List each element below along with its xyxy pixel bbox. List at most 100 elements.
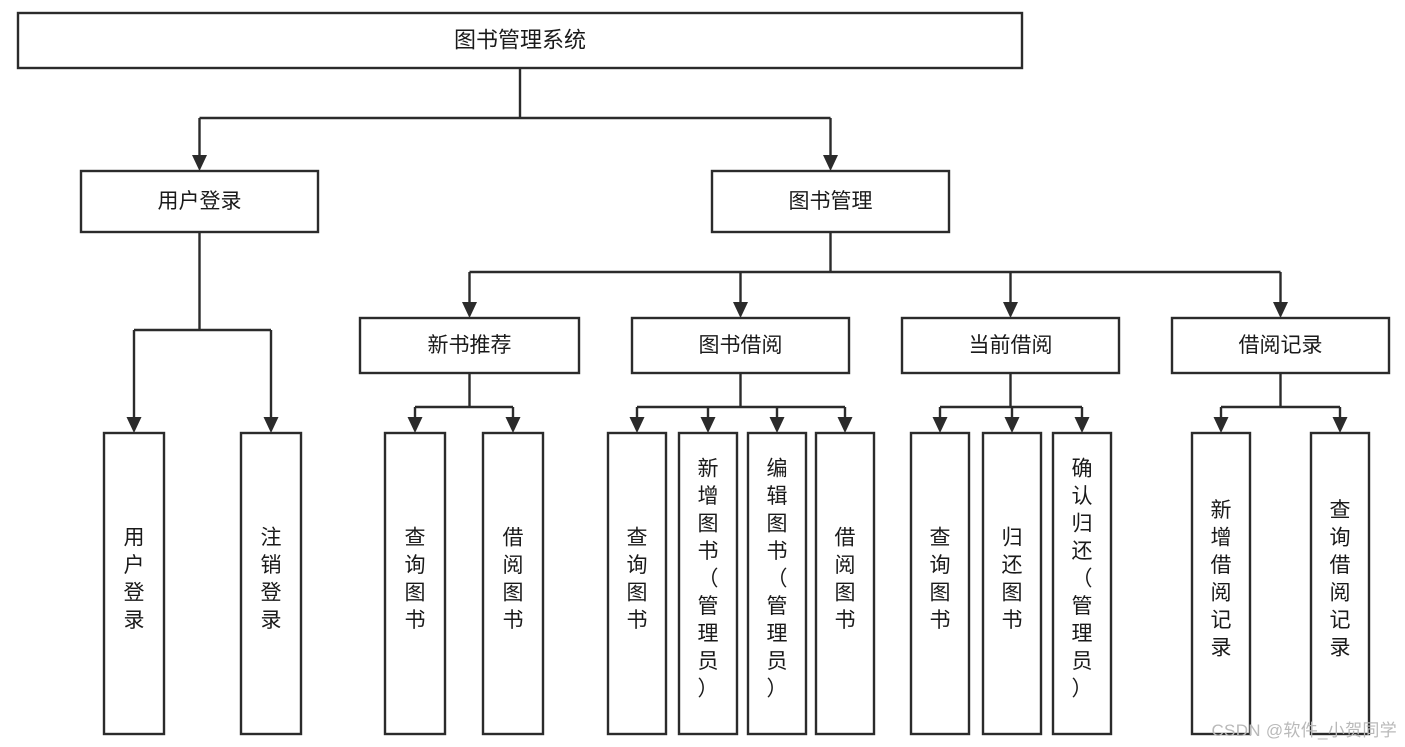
current-borrow-to-leaves-arrow-0 — [932, 417, 948, 433]
borrow-record-to-leaves-arrow-0 — [1213, 417, 1229, 433]
node-box-leaf-query-book-3 — [909, 431, 971, 736]
current-borrow-to-leaves-arrow-2 — [1074, 417, 1090, 433]
connectors-layer — [126, 68, 1348, 433]
svg-text:图: 图 — [698, 513, 719, 536]
node-book-management[interactable]: 图书管理 — [710, 169, 951, 234]
bookmgmt-to-level2-arrow-1 — [733, 302, 748, 318]
svg-text:询: 询 — [930, 554, 951, 577]
node-box-leaf-borrow-book-2 — [814, 431, 876, 736]
node-box-borrow-record — [1170, 316, 1391, 375]
borrow-record-to-leaves-arrow-1 — [1332, 417, 1348, 433]
node-box-book-borrow — [630, 316, 851, 375]
svg-text:录: 录 — [1211, 636, 1232, 659]
svg-text:录: 录 — [261, 609, 282, 632]
svg-text:查: 查 — [405, 526, 426, 549]
svg-text:）: ） — [1072, 678, 1093, 701]
svg-text:书: 书 — [405, 609, 426, 632]
svg-text:书: 书 — [503, 609, 524, 632]
svg-text:借: 借 — [835, 526, 856, 549]
svg-text:图: 图 — [835, 581, 856, 604]
svg-text:图: 图 — [767, 513, 788, 536]
svg-text:书: 书 — [930, 609, 951, 632]
book-borrow-to-leaves-arrow-2 — [769, 417, 785, 433]
svg-text:辑: 辑 — [767, 485, 788, 508]
svg-text:增: 增 — [698, 485, 719, 508]
node-box-leaf-user-login — [102, 431, 166, 736]
node-root[interactable]: 图书管理系统 — [16, 11, 1024, 70]
svg-text:还: 还 — [1002, 554, 1023, 577]
svg-text:询: 询 — [627, 554, 648, 577]
svg-text:记: 记 — [1211, 609, 1232, 632]
svg-text:查: 查 — [930, 526, 951, 549]
node-box-new-book-recommend — [358, 316, 581, 375]
current-borrow-to-leaves-arrow-1 — [1004, 417, 1020, 433]
node-box-user-login — [79, 169, 320, 234]
node-box-leaf-borrow-book-1 — [481, 431, 545, 736]
svg-text:确: 确 — [1072, 458, 1093, 481]
svg-text:员: 员 — [767, 650, 788, 673]
svg-text:查: 查 — [1330, 499, 1351, 522]
svg-text:书: 书 — [627, 609, 648, 632]
node-label-root: 图书管理系统 — [454, 27, 586, 52]
node-borrow-record[interactable]: 借阅记录 — [1170, 316, 1391, 375]
node-current-borrow[interactable]: 当前借阅 — [900, 316, 1121, 375]
node-box-leaf-query-borrow-record — [1309, 431, 1371, 736]
userlogin-to-leaves-arrow-1 — [263, 417, 279, 433]
svg-text:借: 借 — [503, 526, 524, 549]
svg-text:借: 借 — [1211, 554, 1232, 577]
node-book-borrow[interactable]: 图书借阅 — [630, 316, 851, 375]
svg-text:（: （ — [698, 568, 719, 591]
svg-text:阅: 阅 — [1330, 581, 1351, 604]
svg-text:阅: 阅 — [1211, 581, 1232, 604]
node-box-leaf-query-book-2 — [606, 431, 668, 736]
node-box-current-borrow — [900, 316, 1121, 375]
svg-text:登: 登 — [261, 581, 282, 604]
root-to-level1-arrow-1 — [823, 155, 838, 171]
node-label-user-login: 用户登录 — [158, 190, 242, 213]
svg-text:用: 用 — [124, 526, 145, 549]
svg-text:销: 销 — [261, 554, 282, 577]
bookmgmt-to-level2-arrow-0 — [462, 302, 477, 318]
svg-text:理: 理 — [1072, 623, 1093, 646]
svg-text:（: （ — [767, 568, 788, 591]
svg-text:询: 询 — [405, 554, 426, 577]
svg-text:询: 询 — [1330, 526, 1351, 549]
svg-text:管: 管 — [698, 595, 719, 618]
svg-text:管: 管 — [1072, 595, 1093, 618]
node-leaf-user-login[interactable]: 用户登录 — [102, 431, 166, 736]
node-new-book-recommend[interactable]: 新书推荐 — [358, 316, 581, 375]
svg-text:认: 认 — [1072, 485, 1093, 508]
svg-text:新: 新 — [698, 458, 719, 481]
node-box-leaf-return-book — [981, 431, 1043, 736]
svg-text:归: 归 — [1002, 526, 1023, 549]
node-user-login[interactable]: 用户登录 — [79, 169, 320, 234]
svg-text:图: 图 — [1002, 581, 1023, 604]
node-label-new-book-recommend: 新书推荐 — [428, 334, 512, 357]
node-box-leaf-edit-book — [746, 431, 808, 736]
node-label-book-management: 图书管理 — [789, 190, 873, 213]
new-book-recommend-to-leaves-arrow-0 — [407, 417, 423, 433]
new-book-recommend-to-leaves-arrow-1 — [505, 417, 521, 433]
root-to-level1-arrow-0 — [192, 155, 207, 171]
node-box-leaf-query-book-1 — [383, 431, 447, 736]
svg-text:录: 录 — [124, 609, 145, 632]
book-borrow-to-leaves-arrow-0 — [629, 417, 645, 433]
book-borrow-to-leaves-arrow-3 — [837, 417, 853, 433]
